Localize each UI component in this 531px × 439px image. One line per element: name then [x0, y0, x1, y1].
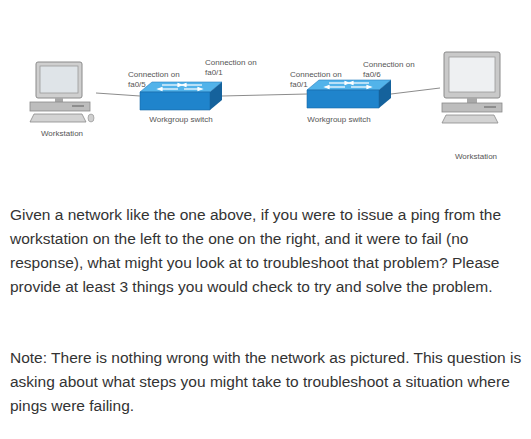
device-label: Workgroup switch	[297, 115, 381, 125]
switch-node: Workgroup switch	[140, 82, 222, 110]
device-label: Workstation	[440, 152, 512, 162]
switch-node: Workgroup switch	[307, 80, 391, 108]
workstation-node: Workstation	[440, 52, 502, 124]
switch-icon	[307, 80, 391, 108]
port-label: Connection on fa0/1	[205, 58, 263, 78]
workstation-icon	[442, 52, 502, 123]
port-label: Connection on fa0/1	[290, 70, 348, 90]
port-label: Connection on fa0/5	[128, 70, 186, 90]
workstation-icon	[30, 62, 94, 122]
switch-icon	[140, 82, 222, 110]
question-text: Note: There is nothing wrong with the ne…	[10, 346, 526, 418]
network-cable	[222, 94, 307, 96]
workstation-node: Workstation	[28, 62, 96, 124]
network-cable	[96, 93, 140, 96]
device-label: Workstation	[24, 129, 100, 139]
device-label: Workgroup switch	[136, 115, 226, 125]
network-cable	[391, 88, 440, 94]
question-text: Given a network like the one above, if y…	[10, 203, 526, 299]
port-label: Connection on fa0/6	[363, 60, 421, 80]
